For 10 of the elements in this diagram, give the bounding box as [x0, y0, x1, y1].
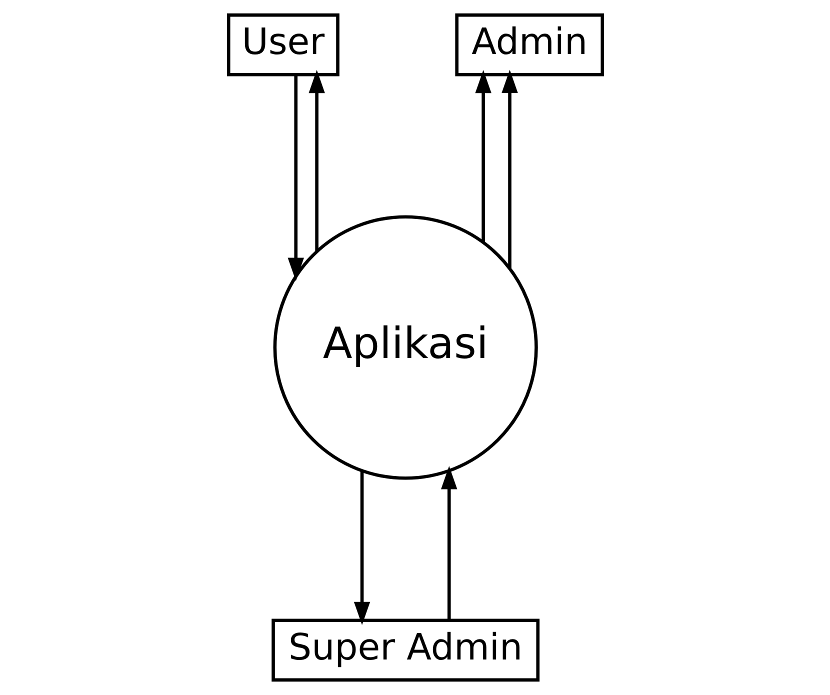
- arrow: [440, 466, 457, 620]
- node-box: Admin: [454, 13, 604, 76]
- node-box: User: [226, 13, 339, 76]
- arrow: [308, 70, 324, 252]
- arrow: [501, 70, 518, 268]
- arrow: [353, 471, 370, 626]
- arrow: [474, 70, 491, 242]
- node-circle: Aplikasi: [272, 215, 538, 480]
- node-box: Super Admin: [271, 618, 540, 682]
- arrow: [287, 74, 304, 281]
